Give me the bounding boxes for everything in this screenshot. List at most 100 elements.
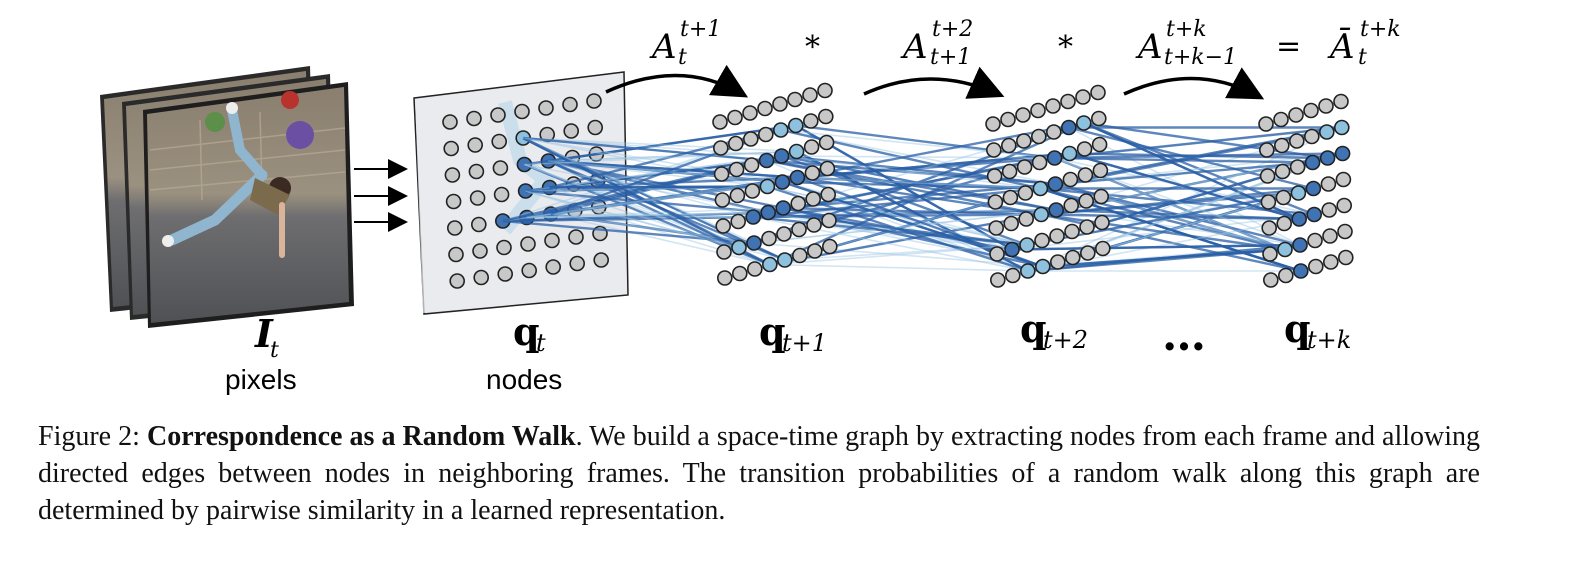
eq-a1-base: A	[649, 27, 677, 67]
graph-node	[742, 105, 758, 121]
graph-node	[492, 160, 509, 176]
graph-node	[1334, 119, 1350, 136]
graph-edge	[524, 150, 797, 166]
graph-node	[493, 186, 510, 203]
graph-node	[805, 191, 822, 207]
graph-node	[1275, 189, 1292, 206]
graph-node	[1019, 237, 1035, 253]
eq-abar-base: Ā	[1327, 27, 1355, 67]
graph-node	[791, 221, 807, 238]
label-q2-symbol: q	[1020, 306, 1047, 351]
graph-node	[490, 107, 506, 123]
graph-edge	[781, 155, 1055, 159]
graph-edge	[781, 154, 1056, 186]
graph-node	[716, 244, 732, 260]
graph-node	[728, 161, 745, 178]
graph-node	[819, 160, 836, 177]
graph-edge	[548, 124, 796, 163]
graph-node	[806, 217, 822, 233]
graph-node	[469, 190, 486, 206]
label-qk-symbol: q	[1284, 306, 1311, 351]
graph-node	[563, 123, 580, 139]
video-frames-stack	[100, 66, 354, 328]
label-q1-sub: t+1	[782, 329, 827, 357]
graph-node	[1049, 228, 1065, 244]
graph-node	[776, 252, 793, 268]
graph-node	[1320, 176, 1337, 192]
graph-node	[514, 103, 530, 120]
graph-edge	[753, 209, 1057, 244]
graph-node	[1304, 154, 1321, 171]
graph-node	[1017, 185, 1034, 201]
graph-edge	[549, 185, 768, 189]
graph-node	[562, 96, 578, 113]
graph-node	[468, 163, 485, 180]
graph-node	[727, 135, 744, 152]
graph-node	[1305, 180, 1322, 197]
graph-node	[715, 218, 732, 234]
graph-node	[746, 235, 762, 251]
graph-node	[1263, 272, 1279, 288]
graph-node	[1303, 102, 1319, 119]
graph-node	[1092, 162, 1109, 179]
graph-node	[445, 193, 462, 210]
graph-node	[806, 243, 823, 259]
flower-cluster-icon	[286, 121, 314, 149]
transition-equation: A t+1 t * A t+2 t+1 * A t+k t+k−1 = Ā t+…	[649, 17, 1401, 70]
label-q1-symbol: q	[759, 309, 786, 354]
transition-arrow-1	[605, 64, 749, 98]
node-grid-qt	[442, 93, 610, 289]
eq-a2-sup: t+2	[932, 17, 973, 42]
graph-node	[989, 246, 1005, 262]
graph-node	[757, 100, 773, 117]
eq-a3-sub: t+k−1	[1164, 45, 1237, 70]
graph-node	[544, 232, 560, 249]
graph-node	[802, 113, 819, 129]
graph-edge	[1083, 121, 1328, 160]
graph-node	[1334, 145, 1351, 162]
video-frame-front	[143, 82, 354, 328]
graph-node	[1046, 124, 1062, 140]
encoder-arrows	[354, 159, 408, 232]
graph-node	[1062, 171, 1079, 188]
graph-edge	[797, 176, 1041, 190]
graph-node	[821, 212, 837, 229]
graph-edge	[526, 211, 769, 219]
eq-a1-sup: t+1	[680, 17, 721, 42]
graph-node	[985, 142, 1002, 158]
graph-node	[1000, 137, 1017, 154]
eq-star-2: *	[1058, 30, 1073, 65]
label-pixels: pixels	[225, 364, 297, 395]
graph-node	[989, 272, 1006, 288]
graph-node	[593, 252, 610, 268]
node-column-qt2	[985, 84, 1111, 288]
graph-node	[757, 126, 774, 143]
graph-node	[1060, 93, 1076, 110]
graph-node	[1322, 228, 1338, 244]
graph-node	[1031, 154, 1048, 171]
graph-node	[444, 167, 461, 183]
graph-node	[1020, 263, 1036, 279]
graph-node	[1291, 211, 1307, 227]
graph-node	[1323, 254, 1339, 270]
graph-node	[727, 109, 743, 126]
eq-a3-base: A	[1135, 27, 1163, 67]
graph-node	[1095, 240, 1111, 257]
transition-arrow-3	[1123, 67, 1265, 100]
graph-node	[1034, 232, 1050, 249]
graph-node	[1336, 197, 1352, 214]
graph-node	[521, 262, 538, 279]
eq-abar-sup: t+k	[1360, 17, 1401, 42]
graph-node	[760, 204, 777, 221]
graph-node	[467, 137, 484, 153]
graph-node	[716, 270, 733, 286]
graph-node	[1319, 150, 1336, 166]
graph-node	[586, 93, 602, 109]
graph-node	[1290, 185, 1307, 201]
graph-node	[1080, 245, 1096, 261]
graph-node	[448, 246, 464, 263]
label-nodes-sub: t	[536, 329, 546, 357]
graph-node	[1274, 137, 1290, 154]
graph-node	[1047, 176, 1064, 192]
caption-body: . We build a space-time graph by extract…	[38, 421, 1481, 526]
